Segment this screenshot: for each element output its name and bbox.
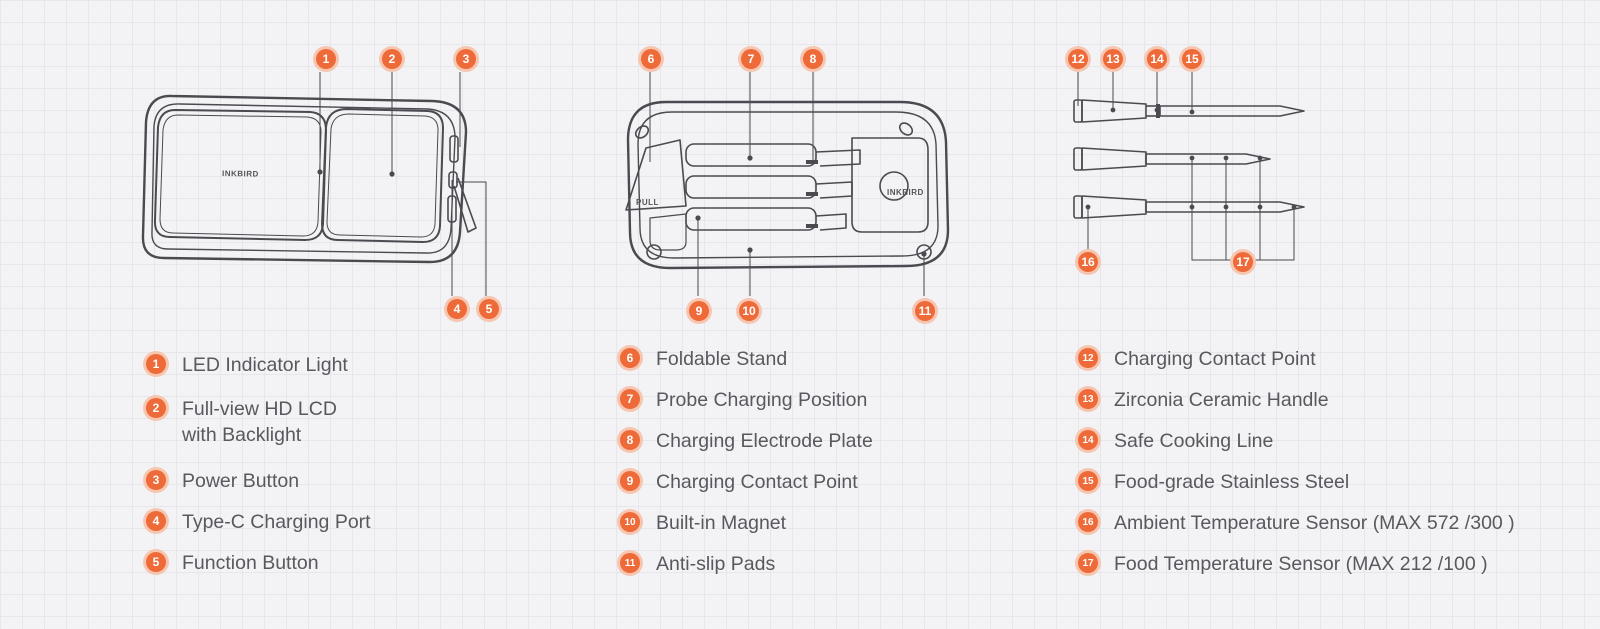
device-front-view bbox=[141, 72, 487, 296]
callout-8: 8 bbox=[800, 46, 826, 72]
brand-logo-back: INKBIRD bbox=[887, 188, 924, 197]
svg-text:14: 14 bbox=[1150, 52, 1164, 66]
callout-5: 5 bbox=[476, 296, 502, 322]
callout-9: 9 bbox=[686, 298, 712, 324]
callout-4: 4 bbox=[444, 296, 470, 322]
callout-17: 17 bbox=[1230, 249, 1256, 275]
svg-text:9: 9 bbox=[696, 304, 703, 318]
callout-15: 15 bbox=[1179, 46, 1205, 72]
svg-text:5: 5 bbox=[486, 302, 493, 316]
probes bbox=[1073, 72, 1305, 261]
svg-text:13: 13 bbox=[1106, 52, 1120, 66]
svg-text:1: 1 bbox=[323, 52, 330, 66]
stand-pull-label: PULL bbox=[636, 198, 659, 207]
callout-14: 14 bbox=[1144, 46, 1170, 72]
callout-1: 1 bbox=[313, 46, 339, 72]
brand-logo-front: INKBIRD bbox=[222, 169, 259, 179]
callout-6: 6 bbox=[638, 46, 664, 72]
svg-text:10: 10 bbox=[742, 304, 756, 318]
svg-text:12: 12 bbox=[1071, 52, 1085, 66]
callout-2: 2 bbox=[379, 46, 405, 72]
svg-text:6: 6 bbox=[648, 52, 655, 66]
callout-12: 12 bbox=[1065, 46, 1091, 72]
callout-3: 3 bbox=[453, 46, 479, 72]
callout-10: 10 bbox=[736, 298, 762, 324]
svg-text:7: 7 bbox=[748, 52, 755, 66]
svg-text:15: 15 bbox=[1185, 52, 1199, 66]
svg-text:8: 8 bbox=[810, 52, 817, 66]
svg-text:4: 4 bbox=[454, 302, 461, 316]
callout-7: 7 bbox=[738, 46, 764, 72]
svg-text:11: 11 bbox=[919, 304, 932, 318]
callout-11: 11 bbox=[912, 298, 938, 324]
device-back-view bbox=[625, 72, 950, 296]
svg-text:2: 2 bbox=[389, 52, 396, 66]
svg-text:17: 17 bbox=[1236, 255, 1250, 269]
callout-16: 16 bbox=[1075, 249, 1101, 275]
svg-text:3: 3 bbox=[463, 52, 470, 66]
callout-13: 13 bbox=[1100, 46, 1126, 72]
svg-text:16: 16 bbox=[1081, 255, 1095, 269]
